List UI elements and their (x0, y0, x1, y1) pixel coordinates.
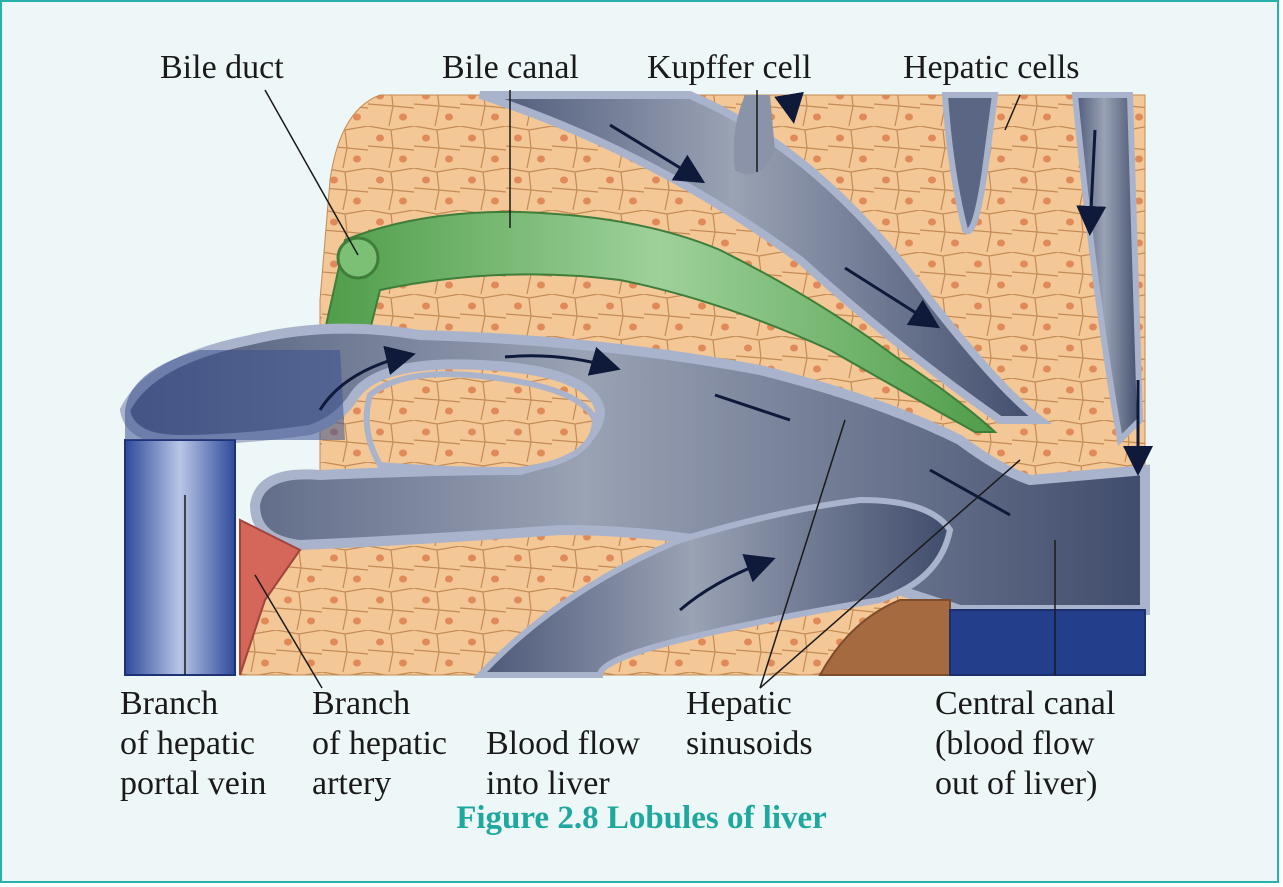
label-blood-flow-line1: Blood flow (486, 724, 640, 764)
label-portal-vein-line3: portal vein (120, 764, 266, 804)
label-sinusoids-line1: Hepatic (686, 684, 813, 724)
label-central-canal-line3: out of liver) (935, 764, 1115, 804)
label-kupffer-cell: Kupffer cell (647, 48, 812, 88)
label-portal-vein-line1: Branch (120, 684, 266, 724)
label-hepatic-sinusoids: Hepatic sinusoids (686, 684, 813, 764)
label-blood-flow-line2: into liver (486, 764, 640, 804)
label-hepatic-artery-line1: Branch (312, 684, 447, 724)
label-portal-vein: Branch of hepatic portal vein (120, 684, 266, 804)
label-hepatic-artery-line2: of hepatic (312, 724, 447, 764)
label-sinusoids-line2: sinusoids (686, 724, 813, 764)
label-hepatic-artery: Branch of hepatic artery (312, 684, 447, 804)
label-hepatic-artery-line3: artery (312, 764, 447, 804)
bile-duct-end (338, 238, 378, 278)
label-portal-vein-line2: of hepatic (120, 724, 266, 764)
central-canal-vessel (950, 610, 1145, 675)
portal-vein-top (125, 350, 345, 440)
portal-vein-branch (125, 440, 235, 675)
label-central-canal-line1: Central canal (935, 684, 1115, 724)
label-central-canal-line2: (blood flow (935, 724, 1115, 764)
label-bile-canal: Bile canal (442, 48, 579, 88)
label-central-canal: Central canal (blood flow out of liver) (935, 684, 1115, 804)
label-blood-flow: Blood flow into liver (486, 724, 640, 804)
label-hepatic-cells: Hepatic cells (903, 48, 1080, 88)
figure-caption: Figure 2.8 Lobules of liver (0, 800, 1283, 837)
label-bile-duct: Bile duct (160, 48, 284, 88)
